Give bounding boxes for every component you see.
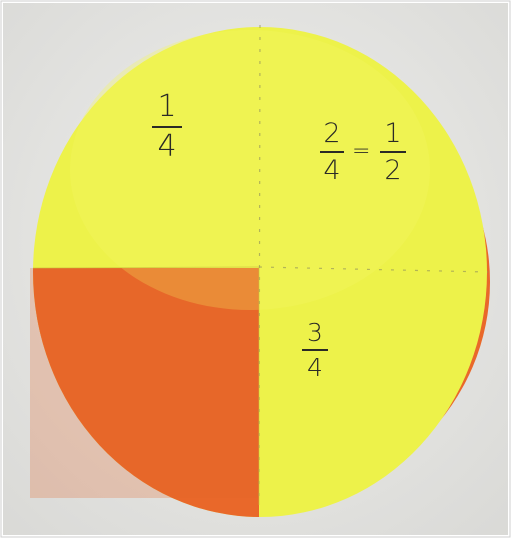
- fraction-numerator: 1: [150, 92, 184, 122]
- fraction-bar: [320, 151, 344, 153]
- fraction-denominator: 4: [150, 132, 184, 162]
- fraction-numerator: 3: [300, 320, 330, 345]
- orange-quarter-shade: [30, 268, 259, 498]
- fraction-denominator: 4: [300, 355, 330, 380]
- fraction-numerator: 2: [318, 120, 346, 147]
- fraction-two-quarters: 2 4: [318, 120, 346, 184]
- fraction-bar: [302, 349, 328, 351]
- equals-sign: =: [352, 139, 370, 164]
- fraction-one-half: 1 2: [378, 120, 408, 184]
- fraction-three-quarters: 3 4: [300, 320, 330, 380]
- fraction-denominator: 4: [318, 157, 346, 184]
- fraction-bar: [380, 151, 406, 153]
- fraction-numerator: 1: [378, 120, 408, 147]
- fraction-one-quarter: 1 4: [150, 92, 184, 162]
- fraction-bar: [152, 126, 182, 128]
- fraction-denominator: 2: [378, 157, 408, 184]
